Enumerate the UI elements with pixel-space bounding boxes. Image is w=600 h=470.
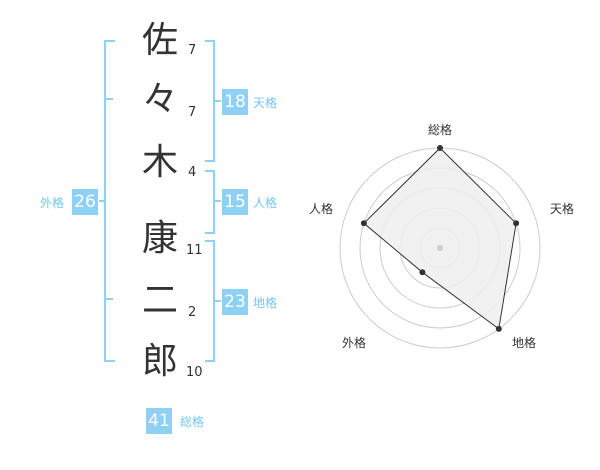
jinkaku-value: 15 [222, 189, 248, 215]
soukaku-label: 総格 [180, 415, 205, 429]
bracket-connector [99, 200, 105, 202]
radar-point-5 [360, 220, 367, 227]
radar-point-2 [513, 220, 520, 227]
gaikaku-value: 26 [72, 189, 98, 215]
chikaku-label: 地格 [253, 296, 278, 310]
radar-point-3 [495, 325, 502, 332]
tenkaku-bracket [205, 40, 215, 162]
radar-axis-label-soukaku: 総格 [428, 123, 453, 137]
bracket-connector [215, 200, 221, 202]
name-char-3: 木 [141, 142, 178, 183]
radar-axis-label-jinkaku: 人格 [309, 202, 334, 216]
radar-axis-label-chikaku: 地格 [512, 336, 537, 350]
stroke-count-3: 4 [188, 165, 197, 180]
stroke-count-5: 2 [188, 305, 197, 320]
radar-center-dot [437, 245, 443, 251]
tenkaku-value: 18 [222, 89, 248, 115]
name-char-6: 郎 [141, 341, 178, 382]
tenkaku-label: 天格 [253, 96, 278, 110]
gaikaku-label: 外格 [40, 196, 65, 210]
radar-point-1 [437, 145, 443, 151]
bracket-connector [215, 100, 221, 102]
bracket-connector [215, 300, 221, 302]
radar-axis-label-tenkaku: 天格 [550, 202, 575, 216]
stroke-count-4: 11 [186, 243, 203, 258]
gaikaku-bracket [104, 40, 115, 362]
name-char-4: 康 [141, 218, 178, 259]
radar-score-area [363, 147, 517, 330]
chikaku-value: 23 [222, 289, 248, 315]
stroke-count-6: 10 [186, 365, 203, 380]
name-char-2: 々 [141, 79, 178, 120]
stroke-count-2: 7 [188, 105, 197, 120]
radar-axis-label-gaikaku: 外格 [342, 336, 367, 350]
jinkaku-label: 人格 [253, 196, 278, 210]
radar-point-4 [419, 269, 426, 276]
bracket-tick [104, 98, 113, 100]
stroke-count-1: 7 [188, 43, 197, 58]
name-char-1: 佐 [141, 20, 178, 61]
jinkaku-bracket [205, 170, 215, 234]
soukaku-value: 41 [146, 408, 172, 434]
bracket-tick [104, 298, 113, 300]
name-char-5: 二 [141, 280, 178, 321]
chikaku-bracket [205, 240, 215, 362]
